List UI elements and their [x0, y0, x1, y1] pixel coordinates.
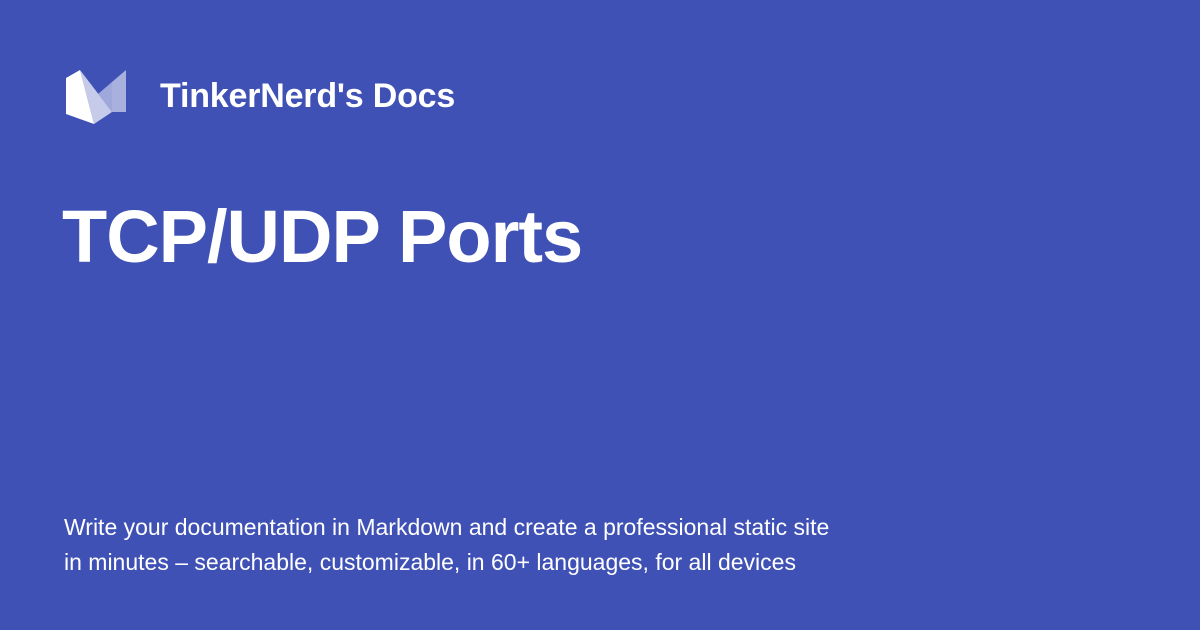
page-title: TCP/UDP Ports [62, 195, 583, 278]
description-line: Write your documentation in Markdown and… [64, 514, 830, 540]
site-name: TinkerNerd's Docs [160, 77, 456, 115]
site-description: Write your documentation in Markdown and… [64, 510, 924, 580]
material-logo-icon [64, 68, 128, 124]
description-line: in minutes – searchable, customizable, i… [64, 549, 796, 575]
